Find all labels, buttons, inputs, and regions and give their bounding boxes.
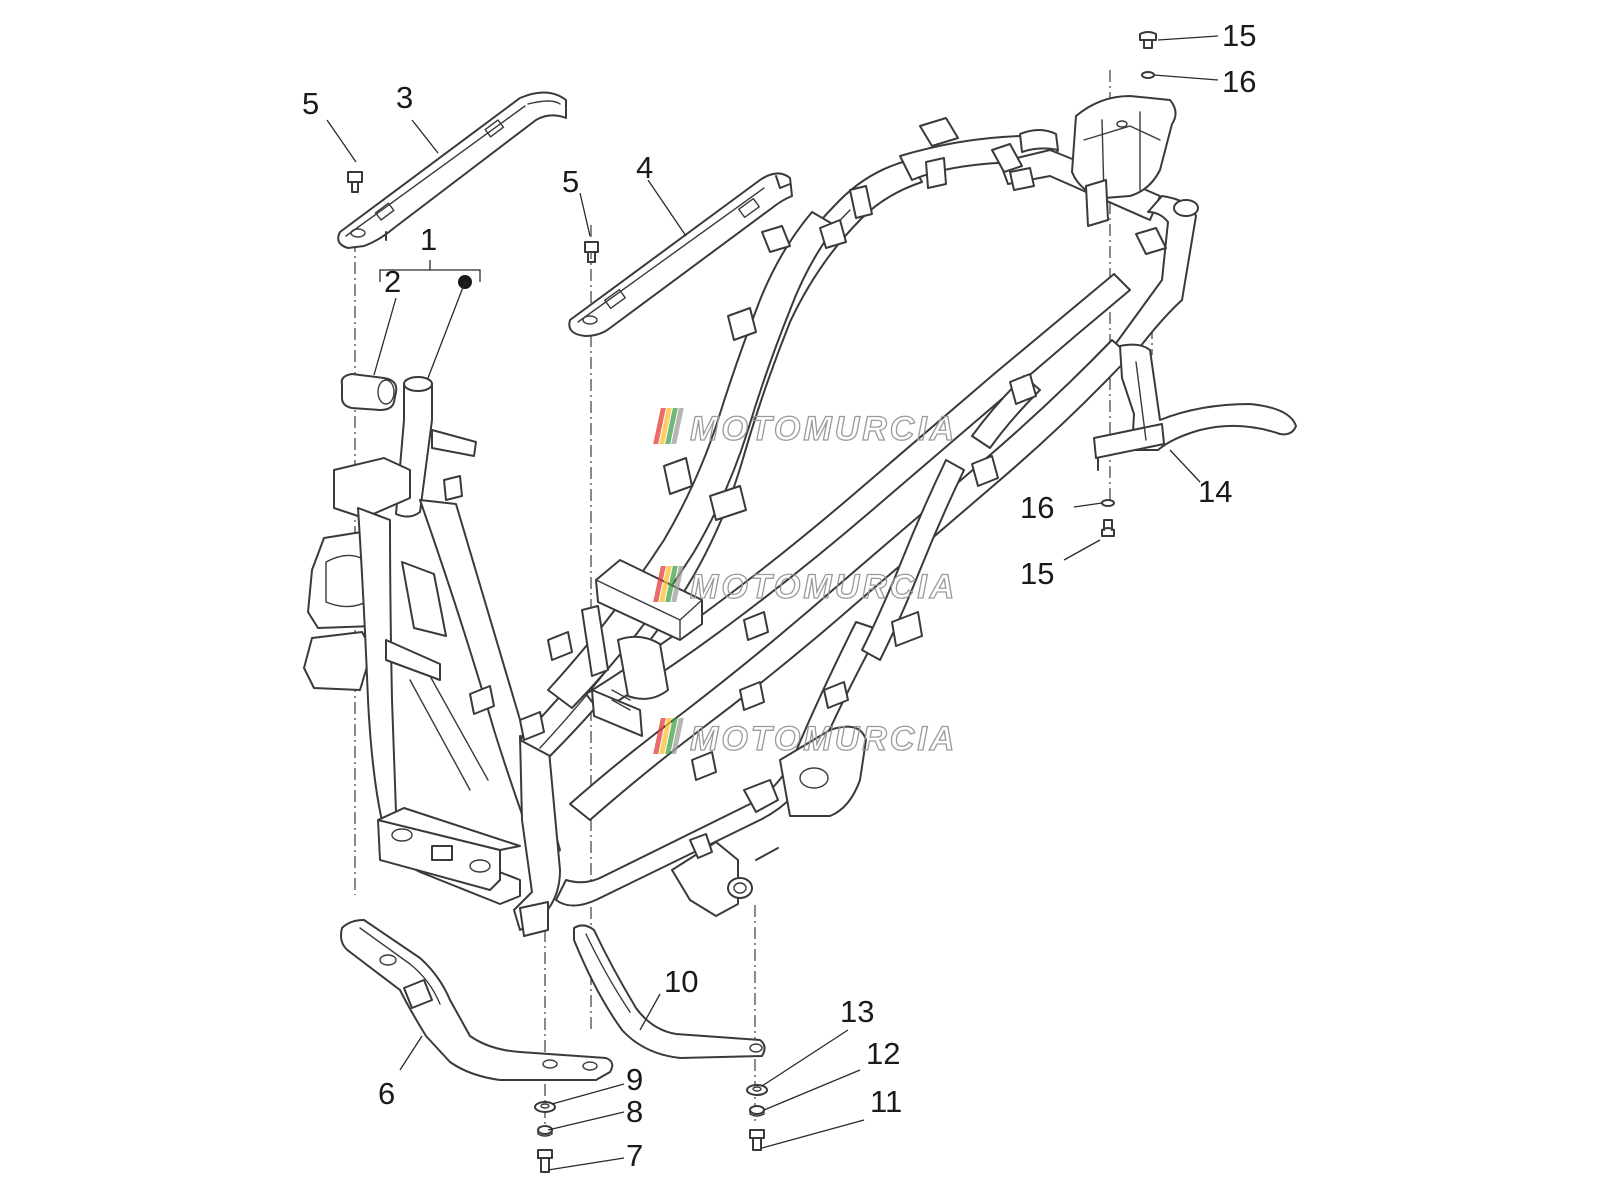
washer-9 <box>534 1101 556 1113</box>
part-14-rear-bracket <box>1093 343 1297 471</box>
nut-12 <box>749 1105 765 1117</box>
part-6-lower-bracket <box>340 919 614 1081</box>
watermark-color-bar <box>671 566 684 602</box>
callout-16-bottom: 16 <box>1020 490 1054 525</box>
callout-14: 14 <box>1198 474 1232 509</box>
callout-5-center: 5 <box>562 164 579 199</box>
watermark-color-bar <box>659 566 672 602</box>
main-frame <box>303 95 1199 937</box>
watermark-color-bar <box>671 718 684 754</box>
callout-13: 13 <box>840 994 874 1029</box>
nut-8 <box>537 1125 553 1137</box>
washer-13 <box>746 1084 768 1096</box>
watermark-color-bar <box>665 408 678 444</box>
callout-1: 1 <box>420 222 437 257</box>
washer-16-bottom <box>1101 499 1115 507</box>
part-4-center-rail <box>568 172 793 337</box>
callout-15-top: 15 <box>1222 18 1256 53</box>
bolt-5-center <box>584 241 599 263</box>
watermark-text: MOTOMURCIA <box>690 568 957 606</box>
watermark-color-bar <box>653 408 666 444</box>
part-10-lower-bracket <box>573 924 766 1059</box>
bolt-15-top <box>1139 31 1157 49</box>
watermark-color-bar <box>659 408 672 444</box>
callout-16-top: 16 <box>1222 64 1256 99</box>
callout-3: 3 <box>396 80 413 115</box>
callout-11: 11 <box>870 1084 902 1119</box>
watermark-color-bar <box>659 718 672 754</box>
bolt-7 <box>537 1149 553 1173</box>
watermark-color-bar <box>665 566 678 602</box>
callout-8: 8 <box>626 1094 643 1129</box>
bolt-5-left <box>347 171 363 193</box>
callout-5-left: 5 <box>302 86 319 121</box>
callout-4: 4 <box>636 150 653 185</box>
watermark-motomurcia-1: MOTOMURCIA <box>653 408 957 449</box>
bolt-11 <box>749 1129 765 1151</box>
bolt-15-bottom <box>1101 519 1115 537</box>
part-2-bushing <box>340 373 398 411</box>
callout-6: 6 <box>378 1076 395 1111</box>
watermark-text: MOTOMURCIA <box>690 410 957 448</box>
callout-15-bottom: 15 <box>1020 556 1054 591</box>
part-3-left-rail <box>337 91 567 249</box>
callout-9: 9 <box>626 1062 643 1097</box>
watermark-text: MOTOMURCIA <box>690 720 957 758</box>
callout-7: 7 <box>626 1138 643 1173</box>
watermark-color-bar <box>671 408 684 444</box>
washer-16-top <box>1141 71 1155 79</box>
callout-10: 10 <box>664 964 698 999</box>
watermark-motomurcia-3: MOTOMURCIA <box>653 718 957 759</box>
watermark-color-bar <box>665 718 678 754</box>
callout-labels: 5 3 1 2 5 4 15 16 16 15 14 10 13 12 11 6… <box>302 18 1256 1173</box>
callout-2: 2 <box>384 264 401 299</box>
watermark-color-bar <box>653 718 666 754</box>
leader-lines <box>326 35 1219 1171</box>
watermark-color-bar <box>653 566 666 602</box>
watermark-motomurcia-2: MOTOMURCIA <box>653 566 957 607</box>
callout-12: 12 <box>866 1036 900 1071</box>
